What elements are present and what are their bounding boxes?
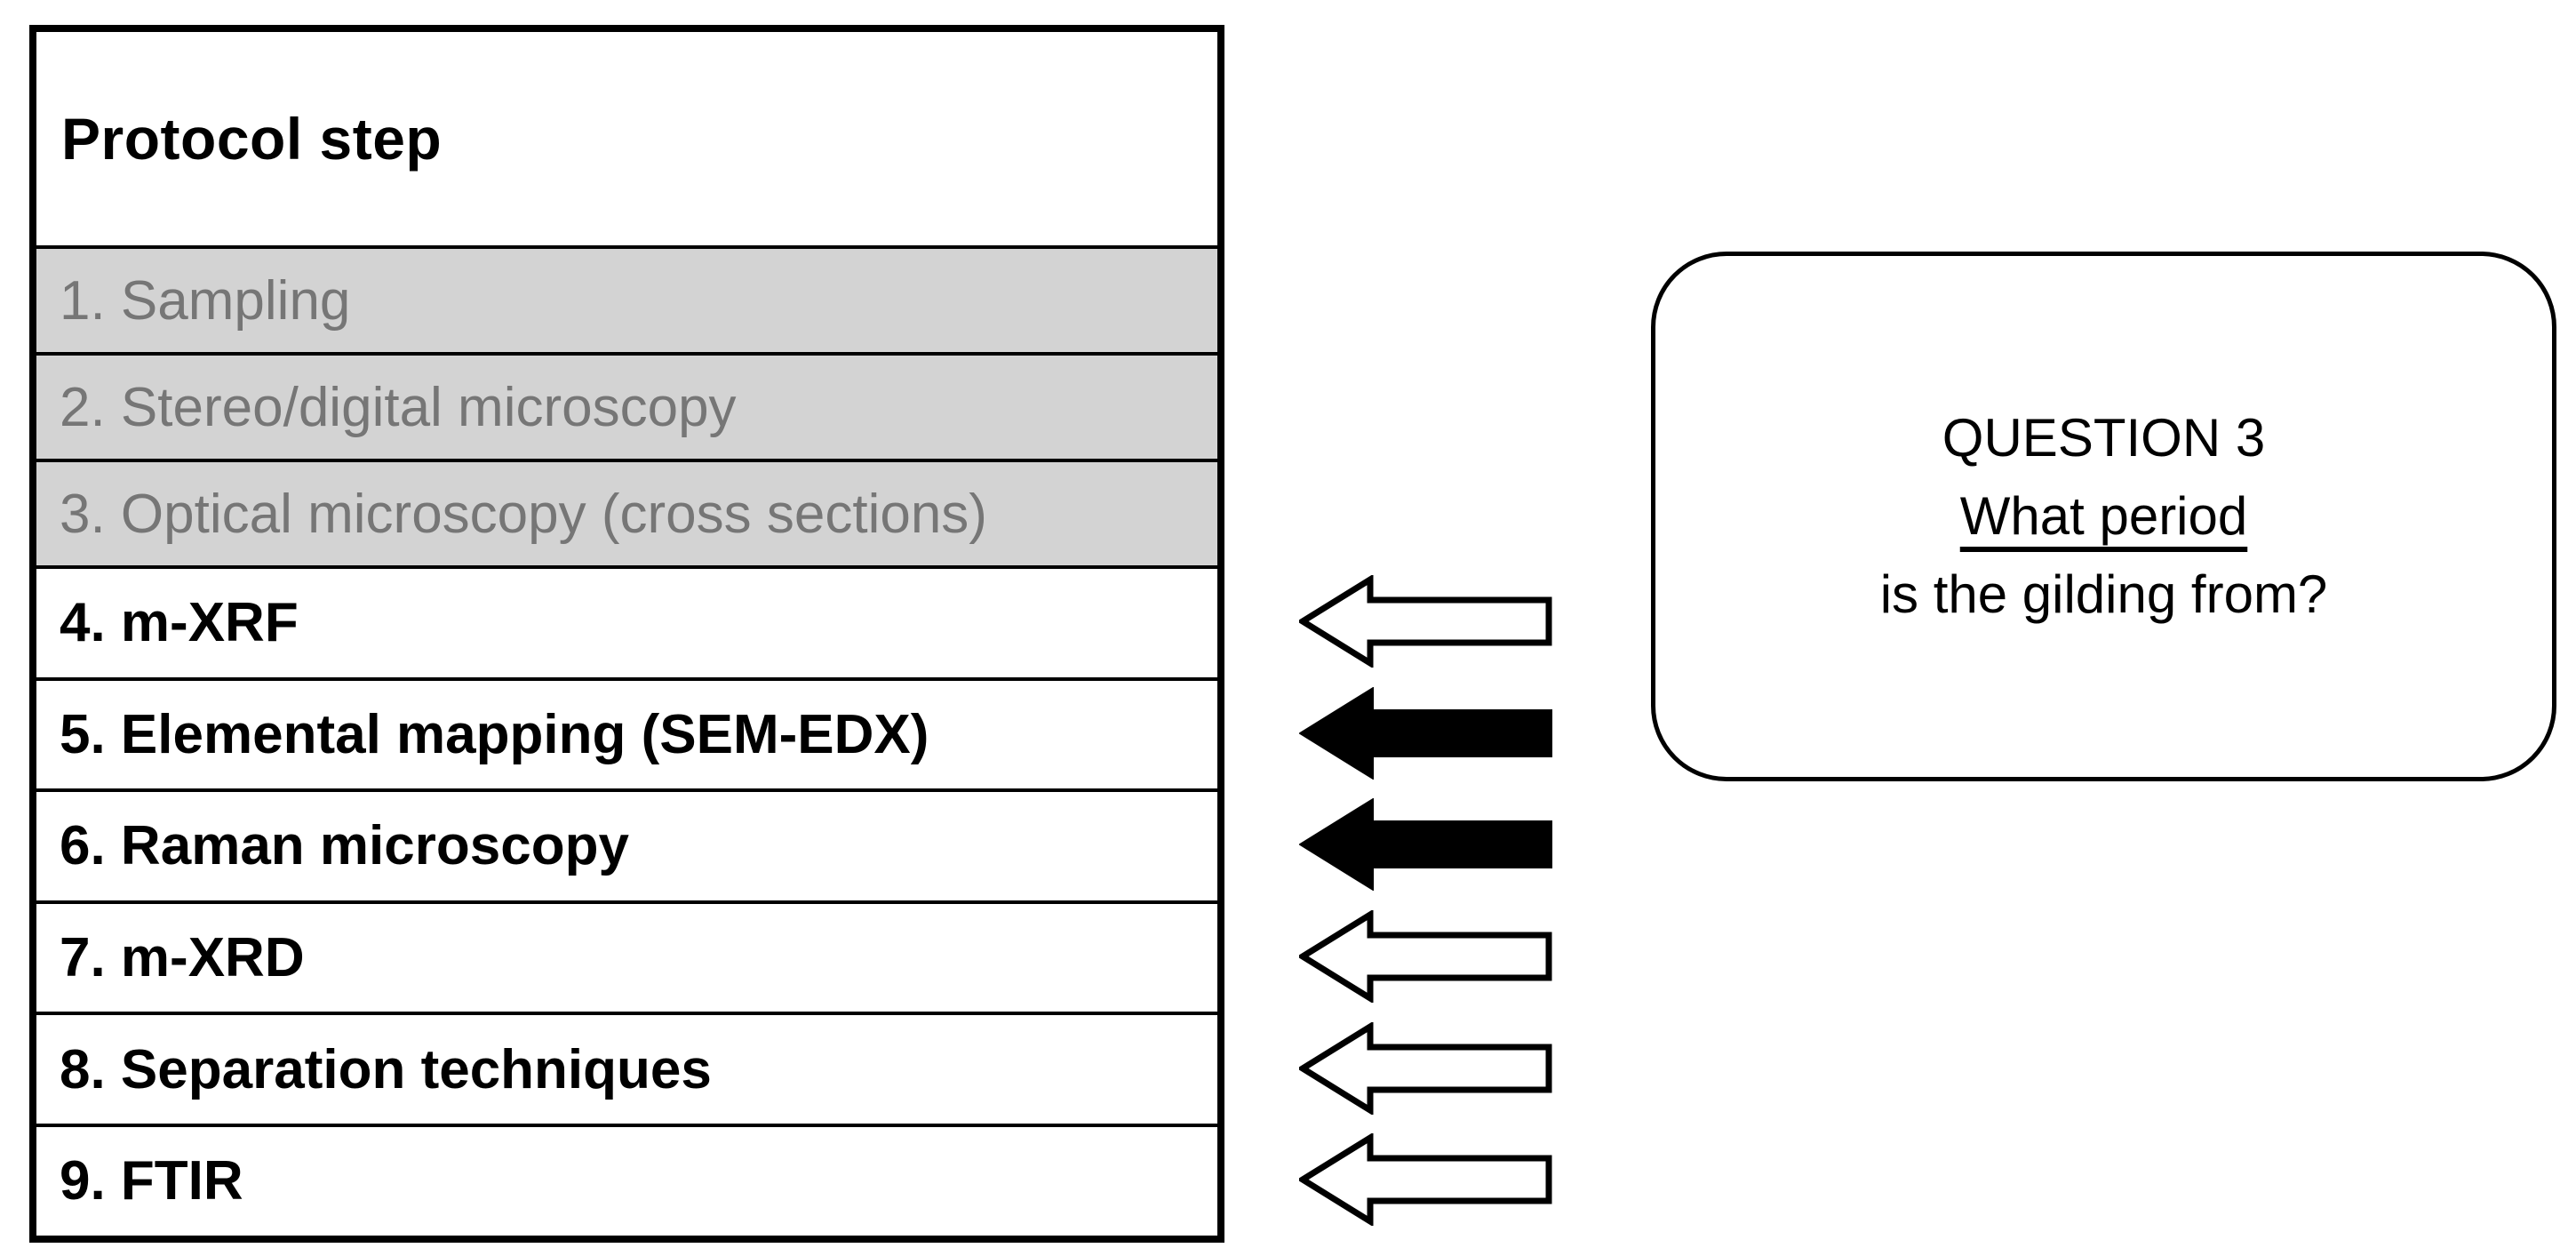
left-arrow-outline-icon [1299, 909, 1552, 1003]
arrow-cell-step-9 [1299, 1124, 1557, 1236]
table-row-label: 8. Separation techniques [60, 1038, 712, 1100]
arrow-cell-step-6 [1299, 788, 1557, 900]
table-row-label: 3. Optical microscopy (cross sections) [60, 483, 987, 545]
table-row-step-2: 2. Stereo/digital microscopy [36, 352, 1217, 459]
table-row-step-6: 6. Raman microscopy [36, 788, 1217, 900]
left-arrow-outline-icon [1299, 574, 1552, 668]
arrow-cell-step-7 [1299, 900, 1557, 1012]
left-arrow-filled-icon [1299, 798, 1552, 892]
table-row-step-9: 9. FTIR [36, 1123, 1217, 1236]
table-row-label: 1. Sampling [60, 269, 351, 332]
arrow-cell-step-8 [1299, 1012, 1557, 1124]
arrow-cell-step-4 [1299, 565, 1557, 677]
question-box-title: QUESTION 3 [1942, 408, 2266, 468]
table-row-label: 5. Elemental mapping (SEM-EDX) [60, 703, 929, 765]
question-box-emphasis: What period [1959, 486, 2248, 546]
table-row-step-1: 1. Sampling [36, 245, 1217, 352]
table-row-step-4: 4. m-XRF [36, 565, 1217, 677]
table-row-step-3: 3. Optical microscopy (cross sections) [36, 459, 1217, 565]
left-arrow-outline-icon [1299, 1021, 1552, 1115]
table-row-label: 4. m-XRF [60, 592, 299, 654]
table-row-step-5: 5. Elemental mapping (SEM-EDX) [36, 676, 1217, 789]
table-row-label: 6. Raman microscopy [60, 815, 629, 877]
arrow-cell-step-5 [1299, 677, 1557, 789]
left-arrow-filled-icon [1299, 686, 1552, 780]
question-box-text: is the gilding from? [1879, 564, 2328, 624]
left-arrow-outline-icon [1299, 1133, 1552, 1227]
protocol-table: Protocol step 1. Sampling 2. Stereo/digit… [29, 25, 1224, 1243]
table-rows-container: 1. Sampling 2. Stereo/digital microscopy 3… [36, 245, 1217, 1236]
table-row-step-7: 7. m-XRD [36, 900, 1217, 1012]
arrows-column [1299, 565, 1557, 1236]
table-row-step-8: 8. Separation techniques [36, 1012, 1217, 1124]
table-header-row: Protocol step [36, 32, 1217, 245]
table-header-label: Protocol step [61, 106, 443, 172]
table-row-label: 7. m-XRD [60, 927, 305, 989]
table-row-label: 9. FTIR [60, 1150, 243, 1212]
table-row-label: 2. Stereo/digital microscopy [60, 376, 737, 438]
question-box: QUESTION 3 What period is the gilding fr… [1651, 252, 2556, 781]
